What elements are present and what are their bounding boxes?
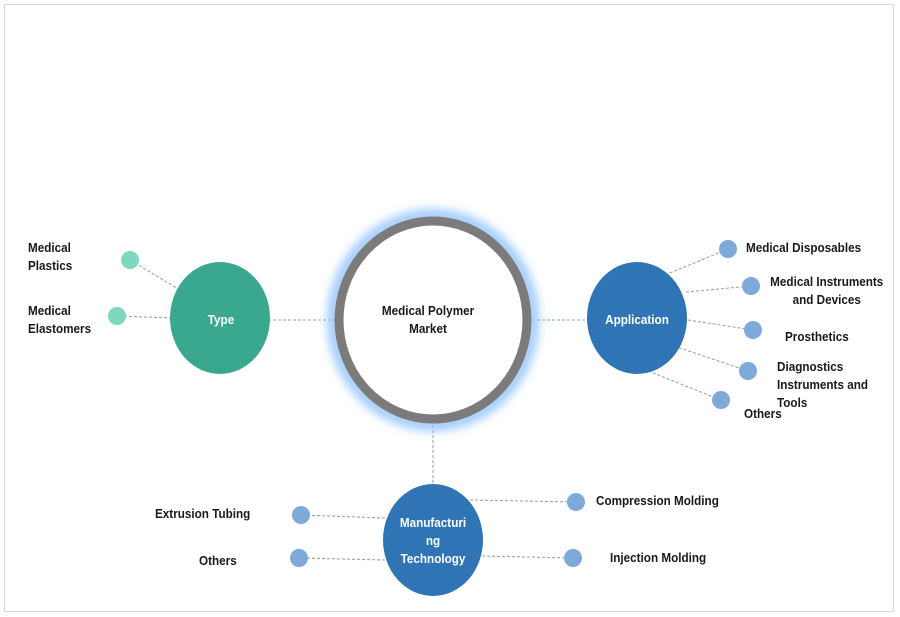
center-title: Medical Polymer Market — [381, 303, 475, 336]
type-item-medical-elastomers: Medical Elastomers — [28, 303, 92, 336]
manufacturing-item-compression-molding: Compression Molding — [596, 493, 719, 508]
type-node-label: Type — [207, 312, 235, 327]
manufacturing-dot — [290, 549, 308, 567]
manufacturing-dot — [567, 493, 585, 511]
manufacturing-label-line: Technology — [400, 551, 466, 566]
type-node-circle — [170, 262, 270, 374]
application-dot — [719, 240, 737, 258]
manufacturing-dot — [292, 506, 310, 524]
manufacturing-label-line: ng — [425, 533, 441, 548]
manufacturing-node-label: Manufacturi ng Technology — [400, 514, 466, 568]
application-item-diagnostics: Diagnostics Instruments and Tools — [777, 359, 869, 410]
type-dot — [121, 251, 139, 269]
diagram-frame — [4, 4, 894, 612]
type-item-medical-plastics: Medical Plastics — [28, 240, 73, 273]
application-item-others: Others — [744, 406, 782, 421]
center-glow — [328, 210, 538, 430]
application-dot — [712, 391, 730, 409]
application-item-prosthetics: Prosthetics — [785, 329, 849, 344]
type-dot — [108, 307, 126, 325]
manufacturing-dot — [564, 549, 582, 567]
application-dot — [744, 321, 762, 339]
manufacturing-node-circle — [383, 484, 483, 596]
application-node-label: Application — [605, 312, 669, 327]
application-item-medical-disposables: Medical Disposables — [746, 240, 862, 255]
application-dot — [742, 277, 760, 295]
center-circle — [334, 216, 532, 424]
manufacturing-item-extrusion-tubing: Extrusion Tubing — [155, 506, 251, 521]
application-item-medical-instruments: Medical Instruments and Devices — [770, 274, 884, 307]
manufacturing-label-line: Manufacturi — [399, 515, 467, 530]
application-dot — [739, 362, 757, 380]
manufacturing-item-others: Others — [199, 553, 237, 568]
manufacturing-item-injection-molding: Injection Molding — [610, 550, 707, 565]
application-node-circle — [587, 262, 687, 374]
